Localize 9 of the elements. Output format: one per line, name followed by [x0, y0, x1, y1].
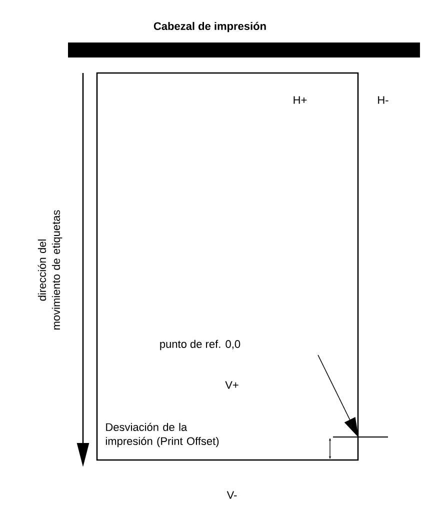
reference-point-label: punto de ref. 0,0 [160, 340, 240, 350]
heading: Cabezal de impresión [154, 22, 266, 32]
axis-label: V- [226, 491, 237, 499]
axis-label: H- [378, 96, 388, 104]
direction-label: dirección del movimiento de etiquetas [38, 210, 62, 330]
axis-label: V+ [225, 381, 238, 389]
axis-label: H+ [294, 96, 307, 104]
offset-label: Desviación de la impresión (Print Offset) [106, 422, 219, 448]
label-outline [96, 72, 359, 461]
